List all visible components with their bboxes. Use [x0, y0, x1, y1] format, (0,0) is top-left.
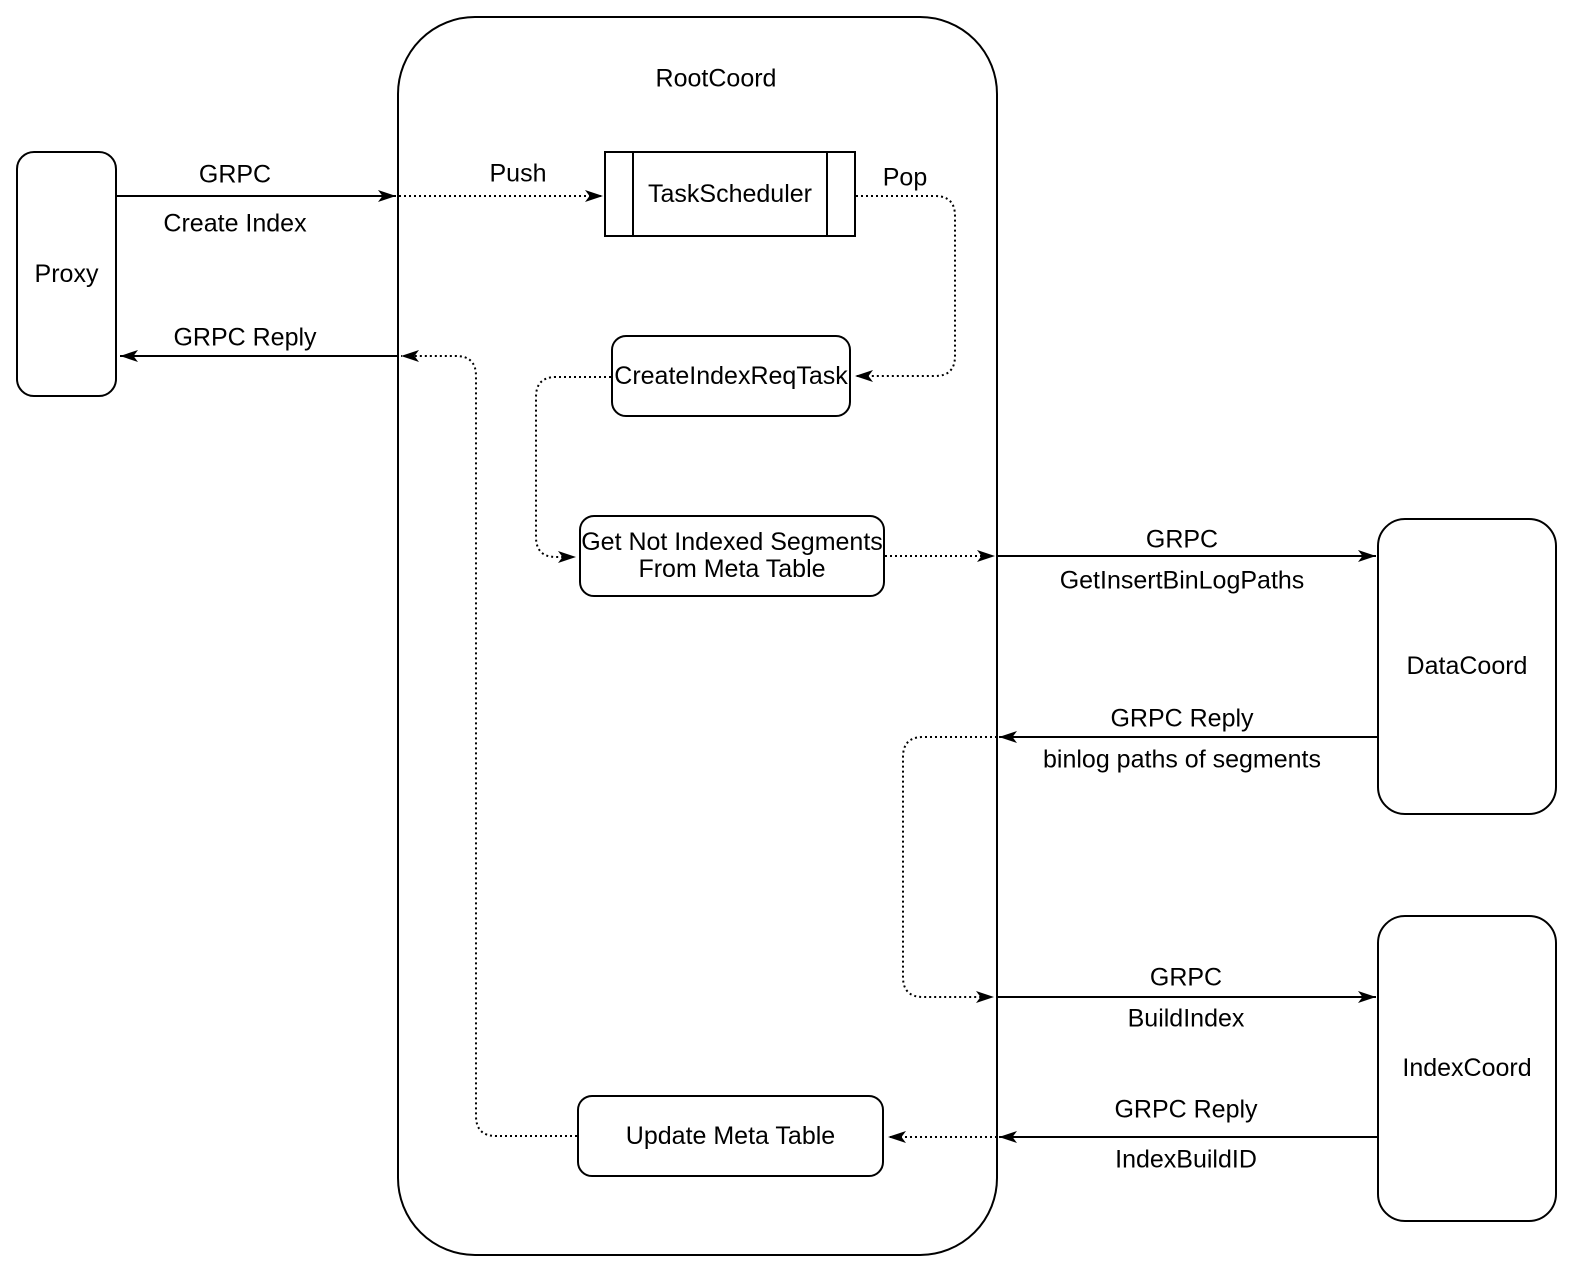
label-grpc-create-index-protocol: GRPC: [198, 160, 272, 189]
label-indexbuildid-protocol: GRPC Reply: [1114, 1095, 1258, 1124]
label-buildindex-protocol: GRPC: [1149, 963, 1223, 992]
task-scheduler-node[interactable]: TaskScheduler: [604, 151, 856, 237]
label-pop: Pop: [882, 163, 928, 192]
task-scheduler-label: TaskScheduler: [648, 179, 812, 208]
edge-task-to-get-segments[interactable]: [535, 376, 611, 563]
label-grpc-create-index-operation: Create Index: [163, 209, 307, 238]
edge-pop[interactable]: [855, 195, 956, 382]
edge-update-meta-to-reply[interactable]: [401, 350, 577, 1137]
label-push: Push: [489, 159, 547, 188]
data-coord-label: DataCoord: [1406, 652, 1528, 680]
label-binlog-reply-operation: binlog paths of segments: [1043, 745, 1321, 774]
edge-binlog-to-buildindex[interactable]: [902, 736, 997, 1003]
get-not-indexed-segments-line2: From Meta Table: [638, 555, 826, 583]
label-binlog-reply-protocol: GRPC Reply: [1110, 704, 1254, 733]
update-meta-table-label: Update Meta Table: [625, 1121, 836, 1150]
rootcoord-title: RootCoord: [655, 64, 777, 93]
label-buildindex-operation: BuildIndex: [1127, 1004, 1245, 1033]
index-coord-node[interactable]: IndexCoord: [1377, 915, 1557, 1222]
label-grpc-reply-proxy: GRPC Reply: [173, 323, 317, 352]
proxy-label: Proxy: [34, 259, 99, 288]
data-coord-node[interactable]: DataCoord: [1377, 518, 1557, 815]
get-not-indexed-segments-node[interactable]: Get Not Indexed Segments From Meta Table: [579, 515, 885, 597]
label-getinsertbinlogpaths-operation: GetInsertBinLogPaths: [1059, 566, 1305, 595]
label-getinsertbinlogpaths-protocol: GRPC: [1145, 525, 1219, 554]
create-index-req-task-label: CreateIndexReqTask: [614, 361, 848, 390]
label-indexbuildid-operation: IndexBuildID: [1115, 1145, 1257, 1174]
create-index-req-task-node[interactable]: CreateIndexReqTask: [611, 335, 851, 417]
index-coord-label: IndexCoord: [1402, 1054, 1532, 1082]
get-not-indexed-segments-line1: Get Not Indexed Segments: [581, 528, 883, 556]
proxy-node[interactable]: Proxy: [16, 151, 117, 397]
task-scheduler-left-bar: [606, 153, 634, 235]
task-scheduler-right-bar: [826, 153, 854, 235]
update-meta-table-node[interactable]: Update Meta Table: [577, 1095, 884, 1177]
